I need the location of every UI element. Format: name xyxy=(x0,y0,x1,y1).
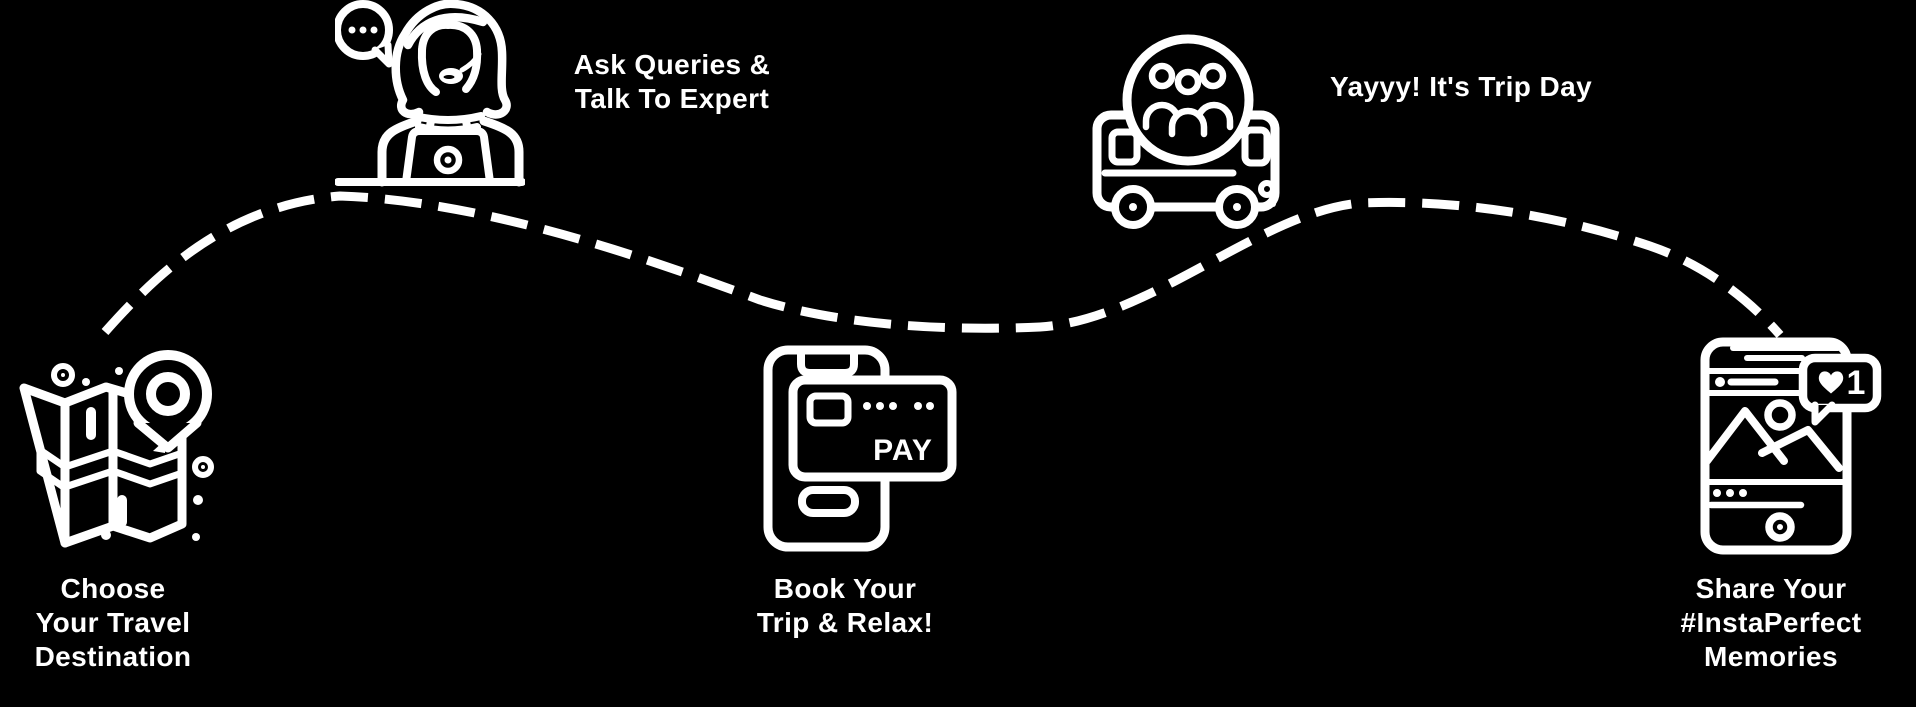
mobile-payment-icon: PAY xyxy=(755,345,965,555)
support-expert-icon xyxy=(335,0,525,190)
step-label-share-memories: Share Your #InstaPerfect Memories xyxy=(1680,573,1862,672)
heart-icon xyxy=(1818,371,1844,394)
map-location-icon xyxy=(10,350,225,565)
pay-label: PAY xyxy=(873,434,933,467)
step-label-trip-day: Yayyy! It's Trip Day xyxy=(1329,71,1593,102)
step-label-ask-queries: Ask Queries & Talk To Expert xyxy=(573,49,771,114)
social-share-icon: 1 xyxy=(1695,318,1890,558)
trip-bus-icon xyxy=(1085,15,1285,230)
step-label-book-trip: Book Your Trip & Relax! xyxy=(756,573,934,638)
like-count: 1 xyxy=(1847,364,1866,402)
step-label-choose-destination: Choose Your Travel Destination xyxy=(34,573,192,672)
